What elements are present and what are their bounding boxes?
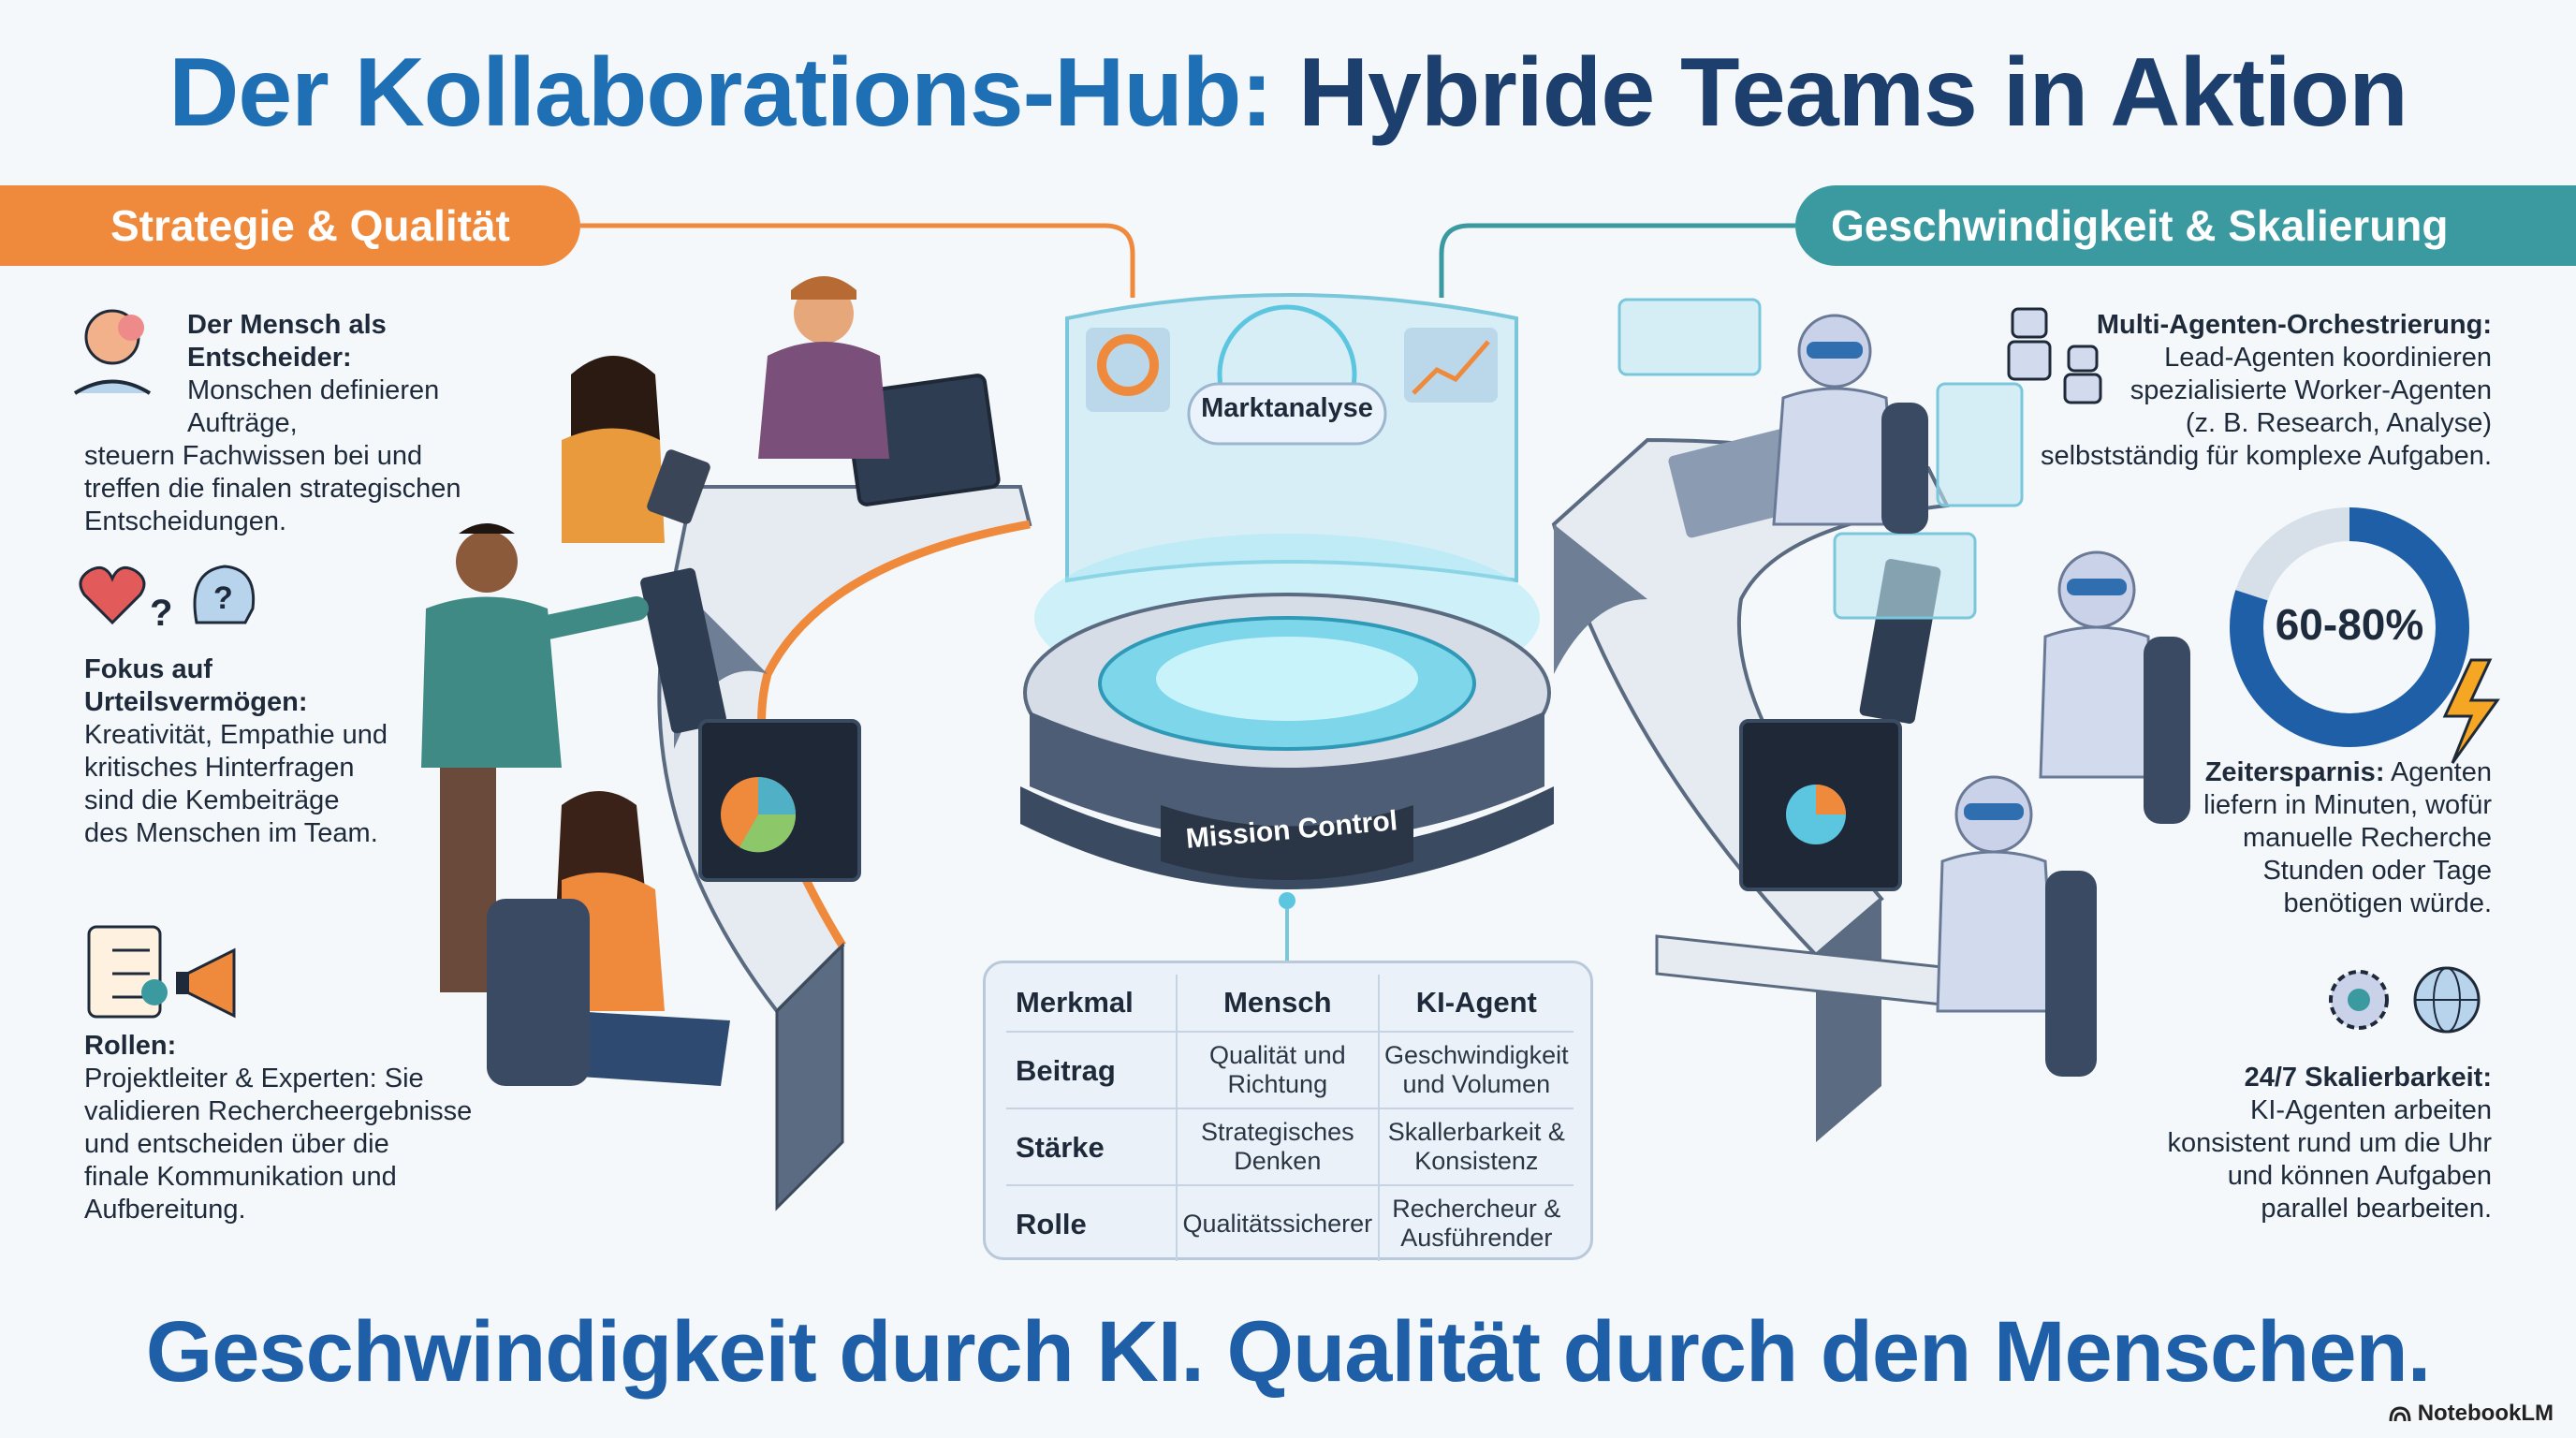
person-woman-seated <box>487 791 730 1086</box>
table-header: KI-Agent <box>1377 975 1573 1032</box>
checklist-icon <box>87 925 168 1019</box>
tagline: Geschwindigkeit durch KI. Qualität durch… <box>145 1304 2432 1400</box>
globe-icon <box>2413 966 2481 1034</box>
title-part-1: Der Kollaborations-Hub: <box>168 38 1273 147</box>
table-cell: Skallerbarkeit &Konsistenz <box>1377 1108 1573 1185</box>
robot-3 <box>1936 775 2097 1077</box>
left-point-decision-maker: Der Mensch als Entscheider: Monschen def… <box>84 309 515 538</box>
left-point-2-heading: Urteilsvermögen: <box>84 687 308 717</box>
megaphone-icon <box>176 947 236 1019</box>
robot-team-icon <box>2007 307 2102 404</box>
page-title: Der Kollaborations-Hub: Hybride Teams in… <box>0 37 2576 149</box>
svg-text:?: ? <box>213 580 233 616</box>
robot-2 <box>2039 550 2190 824</box>
brand-label: NotebookLM <box>2417 1401 2554 1426</box>
left-point-1-line: steuern Fachwissen bei und <box>84 441 423 471</box>
left-point-1-heading: Der Mensch als Entscheider: <box>187 310 387 373</box>
title-part-2: Hybride Teams in Aktion <box>1297 38 2408 147</box>
left-point-3-line: Aufbereitung. <box>84 1195 246 1225</box>
right-point-2-line: manuelle Recherche <box>2243 823 2492 853</box>
right-point-scalability: 24/7 Skalierbarkeit: KI-Agenten arbeiten… <box>2117 1062 2492 1225</box>
svg-text:?: ? <box>150 593 172 634</box>
right-point-orchestration: Multi-Agenten-Orchestrierung: Lead-Agent… <box>2022 309 2492 473</box>
person-standing-glasses <box>758 276 889 459</box>
left-point-1-line: treffen die finalen strategischen <box>84 474 461 504</box>
right-point-3-line: konsistent rund um die Uhr <box>2167 1128 2492 1158</box>
left-point-2-line: sind die Kembeiträge <box>84 785 340 815</box>
central-hub <box>1020 293 1554 961</box>
holo-panel-2 <box>1936 382 2024 507</box>
banner-speed-scaling: Geschwindigkeit & Skalierung <box>1795 185 2576 266</box>
left-point-1-line: Aufträge, <box>187 408 298 438</box>
brain-head-icon <box>73 309 152 395</box>
table-row-label: Stärke <box>1006 1108 1177 1185</box>
person-woman-tablet <box>562 356 710 543</box>
left-point-roles: Rollen: Projektleiter & Experten: Sie va… <box>84 1030 524 1226</box>
table-row-label: Beitrag <box>1006 1031 1177 1108</box>
right-connector-line <box>1439 223 1795 298</box>
table-cell: Qualitätssicherer <box>1176 1184 1379 1261</box>
right-point-1-line: Lead-Agenten koordinieren <box>2164 343 2492 373</box>
left-point-judgement: Fokus auf Urteilsvermögen: Kreativität, … <box>84 653 477 850</box>
left-point-2-line: kritisches Hinterfragen <box>84 753 355 783</box>
left-point-3-line: Projektleiter & Experten: Sie <box>84 1064 424 1093</box>
notebook-logo-icon <box>2389 1406 2411 1422</box>
left-point-3-line: validieren Rechercheergebnisse <box>84 1096 473 1126</box>
right-point-1-line: (z. B. Research, Analyse) <box>2185 408 2492 438</box>
right-point-1-line: spezialisierte Worker-Agenten <box>2130 375 2492 405</box>
table-row-label: Rolle <box>1006 1184 1177 1261</box>
robot-1 <box>1772 314 1928 534</box>
table-header-row: Merkmal Mensch KI-Agent <box>1006 975 1573 1032</box>
table-row: Rolle Qualitätssicherer Rechercheur &Aus… <box>1006 1184 1573 1261</box>
hub-screen-label: Marktanalyse <box>1201 393 1373 423</box>
comparison-table: Merkmal Mensch KI-Agent Beitrag Qualität… <box>983 961 1593 1261</box>
right-point-1-line: selbstständig für komplexe Aufgaben. <box>2040 441 2492 471</box>
holo-panel-1 <box>1617 298 1762 376</box>
left-point-3-heading: Rollen: <box>84 1031 177 1061</box>
left-point-2-line: des Menschen im Team. <box>84 818 378 848</box>
right-point-1-heading: Multi-Agenten-Orchestrierung: <box>2096 310 2492 340</box>
right-point-3-heading: 24/7 Skalierbarkeit: <box>2244 1063 2492 1093</box>
table-cell: Rechercheur &Ausführender <box>1377 1184 1573 1261</box>
left-connector-line <box>580 223 1135 298</box>
right-point-3-line: KI-Agenten arbeiten <box>2250 1095 2492 1125</box>
table-header: Mensch <box>1176 975 1379 1032</box>
brand-mark: NotebookLM <box>2388 1401 2554 1427</box>
right-point-3-line: und können Aufgaben <box>2227 1161 2492 1191</box>
left-point-1-line: Entscheidungen. <box>84 506 287 536</box>
right-point-time-savings: Zeitersparnis: Agenten liefern in Minute… <box>2117 756 2492 920</box>
gear-icon <box>2329 970 2389 1030</box>
holo-panel-3 <box>1833 532 1977 620</box>
left-point-1-line: Monschen definieren <box>187 375 440 405</box>
lightning-icon <box>2442 658 2500 764</box>
right-point-2-line: benötigen würde. <box>2283 888 2493 918</box>
time-savings-donut <box>2230 507 2469 747</box>
right-point-2-heading-rest: Agenten <box>2390 757 2492 787</box>
head-question-icon: ? <box>193 565 256 624</box>
right-point-2-line: Stunden oder Tage <box>2262 856 2492 886</box>
banner-strategy-quality: Strategie & Qualität <box>0 185 580 266</box>
right-point-2-heading: Zeitersparnis: <box>2204 757 2385 787</box>
table-header: Merkmal <box>1016 986 1134 1019</box>
left-point-2-heading: Fokus auf <box>84 654 212 684</box>
left-point-2-line: Kreativität, Empathie und <box>84 720 388 750</box>
right-point-3-line: parallel bearbeiten. <box>2261 1194 2492 1224</box>
monitor-middle <box>640 567 726 734</box>
left-point-3-line: und entscheiden über die <box>84 1129 389 1159</box>
right-point-2-line: liefern in Minuten, wofür <box>2203 790 2492 820</box>
left-point-3-line: finale Kommunikation und <box>84 1162 397 1192</box>
heart-question-icon: ? <box>79 565 172 634</box>
time-savings-stat: 60-80% <box>2275 600 2424 649</box>
